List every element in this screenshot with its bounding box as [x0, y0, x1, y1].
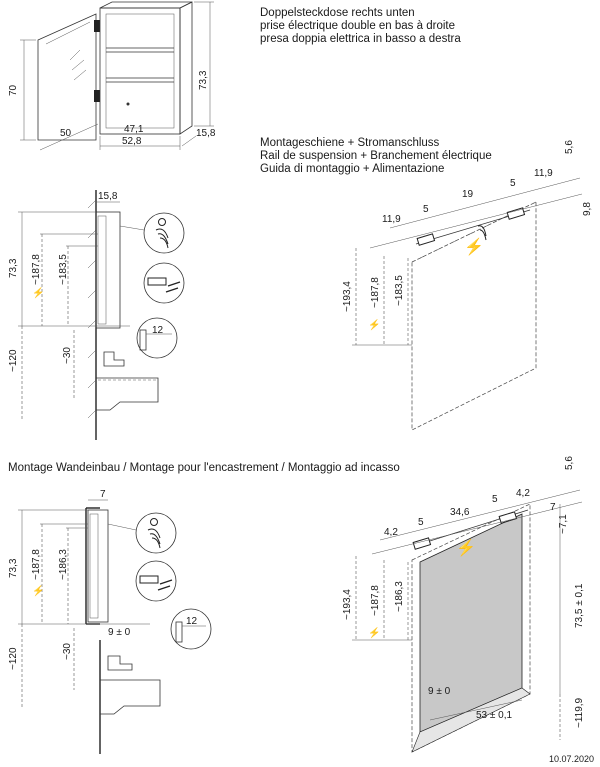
rrec-niche-height: 73,5 ± 0,1 — [574, 583, 585, 628]
rail-offset-top: 5,6 — [564, 140, 575, 154]
rrec-right-gap: 7 — [550, 502, 556, 513]
power-symbol-6: ⚡ — [368, 626, 380, 639]
socket-note-fr: prise électrique double en bas à droite — [260, 20, 455, 32]
recess-sink: ~30 — [62, 643, 73, 660]
detail-bracket-recessed — [135, 560, 177, 602]
side-h2: ~183,5 — [58, 254, 69, 285]
drawing-date: 10.07.2020 — [549, 754, 595, 764]
dim-door-width: 50 — [60, 128, 72, 139]
recess-gap: 9 ± 0 — [108, 627, 131, 638]
bracket-right — [506, 207, 526, 220]
rail-note-it: Guida di montaggio + Alimentazione — [260, 163, 445, 175]
rrec-h1: ~187,8 — [370, 585, 381, 616]
cabinet-perspective: 70 50 47,1 52,8 73,3 15,8 — [8, 1, 216, 151]
side-view-recessed: 7 73,3 ~187,8 ⚡ ~186,3 9 ± 0 ~120 ~30 — [8, 489, 212, 754]
rrec-edge-a: 4,2 — [384, 527, 398, 538]
rail-note: Montageschiene + Stromanschluss Rail de … — [260, 137, 492, 176]
rrec-h2: ~186,3 — [394, 581, 405, 612]
hinge-top — [94, 20, 100, 32]
cabinet-side — [95, 211, 121, 329]
side-socket: 12 — [152, 325, 164, 336]
power-symbol-5: ⚡ — [456, 538, 476, 557]
rail-spacing-b: 5 — [510, 178, 516, 189]
power-symbol-1: ⚡ — [32, 286, 44, 299]
dim-depth: 15,8 — [196, 128, 216, 139]
niche-floor-face — [411, 687, 531, 753]
recess-h2: ~186,3 — [58, 549, 69, 580]
recess-h1: ~187,8 — [31, 549, 42, 580]
hinge-bottom — [94, 90, 100, 102]
detail-cable-recessed — [135, 512, 177, 554]
side-h1: ~187,8 — [31, 254, 42, 285]
rrec-offset-top: 5,6 — [564, 456, 575, 470]
detail-socket — [136, 317, 178, 359]
rail-note-de: Montageschiene + Stromanschluss — [260, 137, 440, 149]
rail-spacing-a: 5 — [423, 204, 429, 215]
rail-left-edge: 11,9 — [382, 214, 401, 225]
sink-recessed — [100, 679, 161, 715]
cabinet-body — [99, 7, 181, 135]
power-symbol-4: ⚡ — [32, 584, 44, 597]
rail-view-surface: ⚡ 11,9 5 19 5 11,9 5,6 9,8 ~193,4 ~187,8… — [342, 140, 593, 431]
socket-note: Doppelsteckdose rechts unten prise élect… — [260, 7, 461, 46]
dim-body-height: 73,3 — [198, 70, 209, 90]
rrec-edge-b: 4,2 — [516, 488, 530, 499]
dim-height: 70 — [8, 84, 19, 96]
socket-note-de: Doppelsteckdose rechts unten — [260, 7, 415, 19]
bracket-left-recessed — [412, 537, 432, 550]
rail-h0: ~193,4 — [342, 281, 353, 312]
cabinet-recessed — [87, 509, 109, 623]
side-depth: 15,8 — [98, 191, 118, 202]
rrec-niche-width: 53 ± 0,1 — [476, 710, 513, 721]
sink — [96, 377, 159, 411]
faucet-recessed — [107, 655, 133, 671]
power-symbol-3: ⚡ — [368, 318, 380, 331]
side-height: 73,3 — [8, 258, 19, 278]
dim-inner-width: 47,1 — [124, 124, 144, 135]
rrec-spacing-b: 5 — [492, 494, 498, 505]
power-symbol-2: ⚡ — [464, 237, 484, 256]
rrec-spacing-a: 5 — [418, 517, 424, 528]
faucet — [103, 351, 125, 367]
detail-cable — [143, 212, 185, 254]
socket-note-it: presa doppia elettrica in basso a destra — [260, 33, 461, 45]
rrec-niche-depth: 9 ± 0 — [428, 686, 451, 697]
rrec-h0: ~193,4 — [342, 589, 353, 620]
dim-outer-width: 52,8 — [122, 136, 142, 147]
rrec-center: 34,6 — [450, 507, 470, 518]
rail-note-fr: Rail de suspension + Branchement électri… — [260, 150, 492, 162]
rail-view-recessed: ⚡ 4,2 5 34,6 5 4,2 5,6 7 ~7,1 ~193,4 ~18… — [342, 456, 585, 753]
rrec-niche-floor: ~119,9 — [574, 697, 585, 728]
rail-h1: ~187,8 — [370, 277, 381, 308]
side-sink: ~30 — [62, 347, 73, 364]
recess-depth: 7 — [100, 489, 106, 500]
rail-center: 19 — [462, 189, 474, 200]
recess-socket: 12 — [186, 616, 198, 627]
side-floor: ~120 — [8, 349, 19, 372]
bracket-left — [416, 233, 436, 246]
bracket-right-recessed — [498, 511, 518, 524]
recess-height: 73,3 — [8, 558, 19, 578]
recessed-title: Montage Wandeinbau / Montage pour l'enca… — [8, 462, 400, 474]
rrec-right-side: ~7,1 — [558, 514, 569, 534]
side-view-surface: 15,8 73,3 ~187,8 ⚡ ~183,5 ~120 ~30 — [8, 190, 185, 440]
detail-bracket — [143, 262, 185, 304]
detail-socket-recessed — [170, 608, 212, 650]
rail-right-edge: 11,9 — [534, 168, 553, 179]
rail-h2: ~183,5 — [394, 275, 405, 306]
open-door — [37, 13, 97, 141]
rail-right-side: 9,8 — [582, 202, 593, 216]
recess-floor: ~120 — [8, 647, 19, 670]
